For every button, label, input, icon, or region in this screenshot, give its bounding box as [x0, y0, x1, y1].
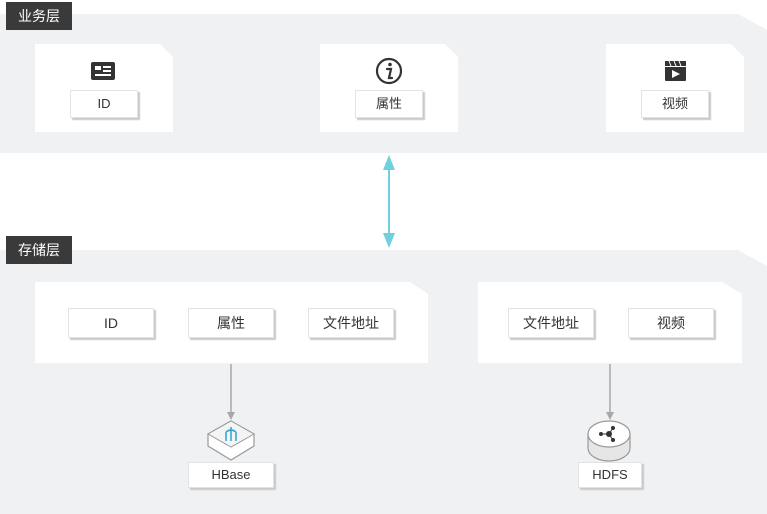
attribute-label: 属性 — [355, 90, 423, 118]
storage-layer-tag: 存储层 — [6, 236, 72, 264]
storage-id-item: ID — [68, 308, 154, 338]
video-icon — [665, 60, 686, 81]
hdfs-label: HDFS — [578, 462, 642, 488]
storage-hdfs-file-address-item: 文件地址 — [508, 308, 594, 338]
id-card-icon — [91, 62, 115, 80]
business-layer-tag: 业务层 — [6, 2, 72, 30]
storage-attribute-item: 属性 — [188, 308, 274, 338]
hbase-connector — [227, 364, 235, 420]
info-icon — [375, 57, 403, 85]
video-label: 视频 — [641, 90, 709, 118]
hdfs-connector — [606, 364, 614, 420]
hdfs-icon — [587, 420, 631, 462]
storage-file-address-item: 文件地址 — [308, 308, 394, 338]
hbase-icon — [206, 420, 256, 461]
hdfs-group — [478, 282, 742, 363]
layer-link-arrow — [383, 155, 395, 248]
id-card — [35, 44, 173, 132]
hbase-label: HBase — [188, 462, 274, 488]
id-label: ID — [70, 90, 138, 118]
attribute-card — [320, 44, 458, 132]
video-card — [606, 44, 744, 132]
storage-video-item: 视频 — [628, 308, 714, 338]
